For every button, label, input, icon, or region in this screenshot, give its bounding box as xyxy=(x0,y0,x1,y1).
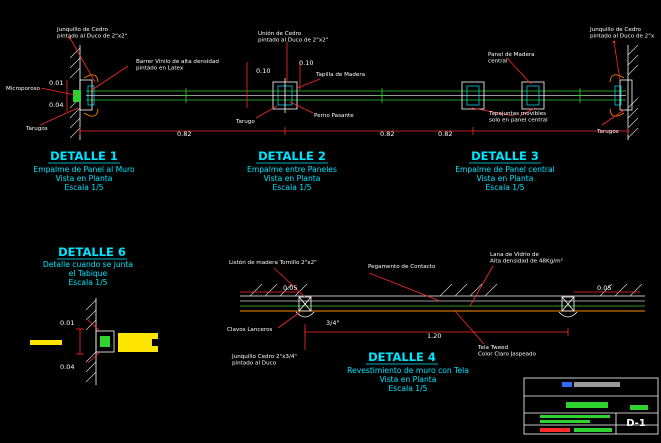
left-wall-hatch xyxy=(69,45,81,140)
sheet-number: D-1 xyxy=(626,418,646,429)
d6-dim-004: 0.04 xyxy=(60,363,74,371)
note-tarugos-right: Tarugos xyxy=(596,129,619,135)
junction-left xyxy=(73,79,95,111)
junction-central-a xyxy=(461,81,485,110)
note-tapilla-madera: Tapilla de Madera xyxy=(315,72,365,78)
note-microporoso: Microporoso xyxy=(6,86,41,92)
note-pegamento: Pegamento de Contacto xyxy=(368,264,436,270)
d4-dim-34: 3/4" xyxy=(326,319,339,327)
note-perno-pasante: Perno Pasante xyxy=(314,113,354,119)
dim-010-b: 0.10 xyxy=(299,59,313,67)
d4-dim-005-a: 0.05 xyxy=(283,284,297,292)
note-junquillo-cedro: Junquillo Cedro 2"x3/4"pintado al Duco xyxy=(231,354,297,366)
note-tarugos-left: Tarugos xyxy=(25,126,48,132)
dim-010-a: 0.10 xyxy=(256,67,270,75)
detail-1-title: DETALLE 1 xyxy=(50,149,118,163)
d4-dim-120: 1.20 xyxy=(427,332,441,340)
detail-6-title: DETALLE 6 xyxy=(58,245,126,259)
junction-right xyxy=(614,79,633,111)
yellow-block-right xyxy=(118,333,158,352)
yellow-bar-left xyxy=(30,340,62,345)
right-wall-hatch xyxy=(627,44,639,140)
note-clavos-lanceros: Clavos Lanceros xyxy=(227,327,273,333)
d6-dim-001: 0.01 xyxy=(60,319,74,327)
dim-082-a: 0.82 xyxy=(177,130,191,138)
dim-001: 0.01 xyxy=(49,79,63,87)
detail-4-title: DETALLE 4 xyxy=(368,350,436,364)
detail-2-title: DETALLE 2 xyxy=(258,149,326,163)
d4-dim-005-b: 0.05 xyxy=(597,284,611,292)
title-block: D-1 xyxy=(523,377,659,435)
note-liston-madera: Listón de madera Tornillo 2"x2" xyxy=(229,259,317,266)
dim-004: 0.04 xyxy=(49,101,63,109)
dim-082-b: 0.82 xyxy=(380,130,394,138)
dim-082-c: 0.82 xyxy=(438,130,452,138)
detail-3-title: DETALLE 3 xyxy=(471,149,539,163)
junction-mid xyxy=(272,78,298,113)
detail-4: 0.05 0.05 3/4" 1.20 Listón de madera Tor… xyxy=(227,252,645,393)
note-tarugo-mid: Tarugo xyxy=(235,119,255,125)
